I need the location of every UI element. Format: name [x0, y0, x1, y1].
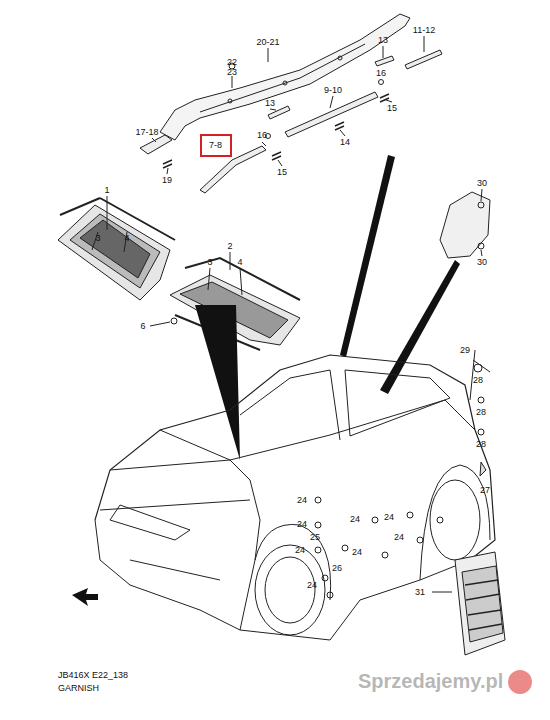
callout-number: 3 [95, 234, 100, 243]
callout-number: 15 [277, 168, 287, 177]
callout-number: 26 [332, 564, 342, 573]
callout-number: 28 [476, 408, 486, 417]
callout-number: 24 [297, 520, 307, 529]
callout-number: 31 [415, 588, 425, 597]
callout-number: 17-18 [135, 128, 158, 137]
callout-number: 24 [307, 581, 317, 590]
callout-number: 9-10 [324, 86, 342, 95]
callout-number: 16 [257, 131, 267, 140]
callout-number: 16 [376, 69, 386, 78]
callout-number: 24 [350, 515, 360, 524]
callout-number: 23 [227, 68, 237, 77]
callout-number: 30 [477, 258, 487, 267]
callout-number: 20-21 [256, 38, 279, 47]
callout-number: 7-8 [209, 141, 223, 150]
highlight-box: 7-8 [200, 134, 232, 157]
callout-number: 24 [297, 496, 307, 505]
figure-note: GARNISH [58, 684, 99, 693]
callout-number: 15 [387, 104, 397, 113]
callout-number: 1 [104, 186, 109, 195]
callout-number: 24 [352, 548, 362, 557]
callout-number: 28 [473, 376, 483, 385]
callout-number: 30 [477, 179, 487, 188]
callout-number: 4 [237, 258, 242, 267]
callout-number: 28 [476, 440, 486, 449]
callout-number: 13 [265, 99, 275, 108]
callout-number: 25 [310, 533, 320, 542]
callout-number: 24 [295, 546, 305, 555]
callout-number: 29 [460, 346, 470, 355]
callout-number: 19 [162, 176, 172, 185]
callout-number: 6 [140, 322, 145, 331]
callout-number: 4 [124, 234, 129, 243]
callout-number: 27 [480, 486, 490, 495]
callout-number: 22 [227, 58, 237, 67]
figure-note: JB416X E22_138 [58, 671, 128, 680]
callout-number: 14 [340, 138, 350, 147]
callout-number: 24 [384, 513, 394, 522]
callout-number: 2 [227, 242, 232, 251]
callout-number: 24 [394, 533, 404, 542]
callout-number: 3 [207, 258, 212, 267]
callout-number: 13 [378, 36, 388, 45]
watermark: Sprzedajemy.pl [358, 671, 503, 691]
callout-number: 11-12 [413, 26, 435, 35]
